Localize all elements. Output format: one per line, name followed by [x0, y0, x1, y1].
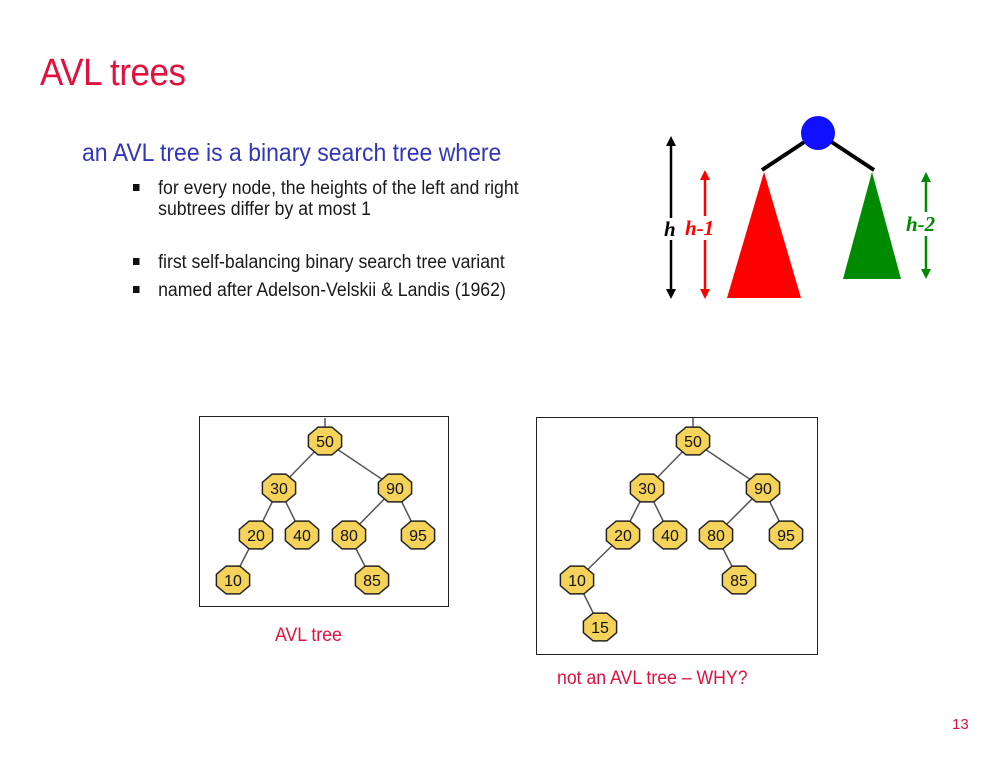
tree-node-shape	[238, 520, 274, 550]
tree-node-20: 20	[238, 520, 274, 550]
tree-node-shape	[605, 520, 641, 550]
tree-node-shape	[698, 520, 734, 550]
tree-node-90: 90	[377, 473, 413, 503]
square-bullet-icon	[133, 184, 140, 191]
tree-node-label: 85	[730, 573, 748, 590]
tree-node-shape	[284, 520, 320, 550]
tree-node-85: 85	[354, 565, 390, 595]
tree-node-label: 30	[270, 481, 288, 498]
tree-node-label: 95	[409, 528, 427, 545]
tree-node-30: 30	[261, 473, 297, 503]
tree-node-80: 80	[331, 520, 367, 550]
tree-node-40: 40	[652, 520, 688, 550]
tree-node-shape	[721, 565, 757, 595]
tree-node-label: 20	[614, 528, 632, 545]
bullet-text: named after Adelson-Velskii & Landis (19…	[158, 280, 506, 301]
h-label: h	[664, 217, 676, 241]
tree-node-shape	[354, 565, 390, 595]
tree-node-label: 80	[340, 528, 358, 545]
tree-node-shape	[261, 473, 297, 503]
square-bullet-icon	[133, 286, 140, 293]
tree-node-15: 15	[582, 612, 618, 642]
tree-node-50: 50	[675, 426, 711, 456]
tree-node-shape	[582, 612, 618, 642]
tree-node-shape	[559, 565, 595, 595]
bullet-list: for every node, the heights of the left …	[133, 178, 603, 301]
tree-node-shape	[675, 426, 711, 456]
bullet-text: for every node, the heights of the left …	[158, 178, 519, 220]
tree-node-90: 90	[745, 473, 781, 503]
tree-node-85: 85	[721, 565, 757, 595]
bullet-item: for every node, the heights of the left …	[133, 178, 570, 220]
tree-node-95: 95	[400, 520, 436, 550]
non-avl-tree: 50 30 90 20 40 80 95 10 85 15	[559, 418, 804, 642]
tree-node-shape	[307, 426, 343, 456]
bullet-item: first self-balancing binary search tree …	[133, 252, 570, 273]
left-subtree-triangle	[727, 172, 801, 298]
non-avl-tree-caption: not an AVL tree – WHY?	[557, 668, 748, 689]
tree-node-shape	[629, 473, 665, 503]
slide-title: AVL trees	[40, 52, 186, 94]
tree-node-label: 95	[777, 528, 795, 545]
tree-node-80: 80	[698, 520, 734, 550]
tree-node-shape	[745, 473, 781, 503]
tree-node-shape	[652, 520, 688, 550]
tree-node-shape	[400, 520, 436, 550]
tree-node-label: 40	[661, 528, 679, 545]
tree-node-20: 20	[605, 520, 641, 550]
tree-node-95: 95	[768, 520, 804, 550]
tree-node-label: 50	[684, 434, 702, 451]
tree-node-10: 10	[215, 565, 251, 595]
tree-node-label: 10	[568, 573, 586, 590]
square-bullet-icon	[133, 258, 140, 265]
tree-node-30: 30	[629, 473, 665, 503]
root-node	[801, 116, 835, 150]
tree-node-label: 10	[224, 573, 242, 590]
bullet-item: named after Adelson-Velskii & Landis (19…	[133, 280, 570, 301]
h-1-label: h-1	[685, 216, 714, 240]
h-2-label: h-2	[906, 212, 936, 236]
tree-node-label: 15	[591, 620, 609, 637]
slide-number: 13	[952, 716, 969, 733]
slide-subtitle: an AVL tree is a binary search tree wher…	[82, 139, 502, 167]
tree-node-label: 30	[638, 481, 656, 498]
tree-node-shape	[377, 473, 413, 503]
tree-node-10: 10	[559, 565, 595, 595]
avl-tree-caption: AVL tree	[275, 625, 342, 646]
tree-node-label: 90	[386, 481, 404, 498]
tree-node-shape	[215, 565, 251, 595]
bullet-text: first self-balancing binary search tree …	[158, 252, 505, 273]
right-subtree-triangle	[843, 172, 901, 279]
tree-node-shape	[331, 520, 367, 550]
tree-node-label: 85	[363, 573, 381, 590]
tree-node-50: 50	[307, 426, 343, 456]
avl-tree: 50 30 90 20 40 80 95 10 85	[215, 418, 436, 595]
tree-node-label: 20	[247, 528, 265, 545]
tree-node-label: 40	[293, 528, 311, 545]
tree-node-40: 40	[284, 520, 320, 550]
tree-node-label: 90	[754, 481, 772, 498]
tree-node-shape	[768, 520, 804, 550]
tree-node-label: 50	[316, 434, 334, 451]
tree-node-label: 80	[707, 528, 725, 545]
